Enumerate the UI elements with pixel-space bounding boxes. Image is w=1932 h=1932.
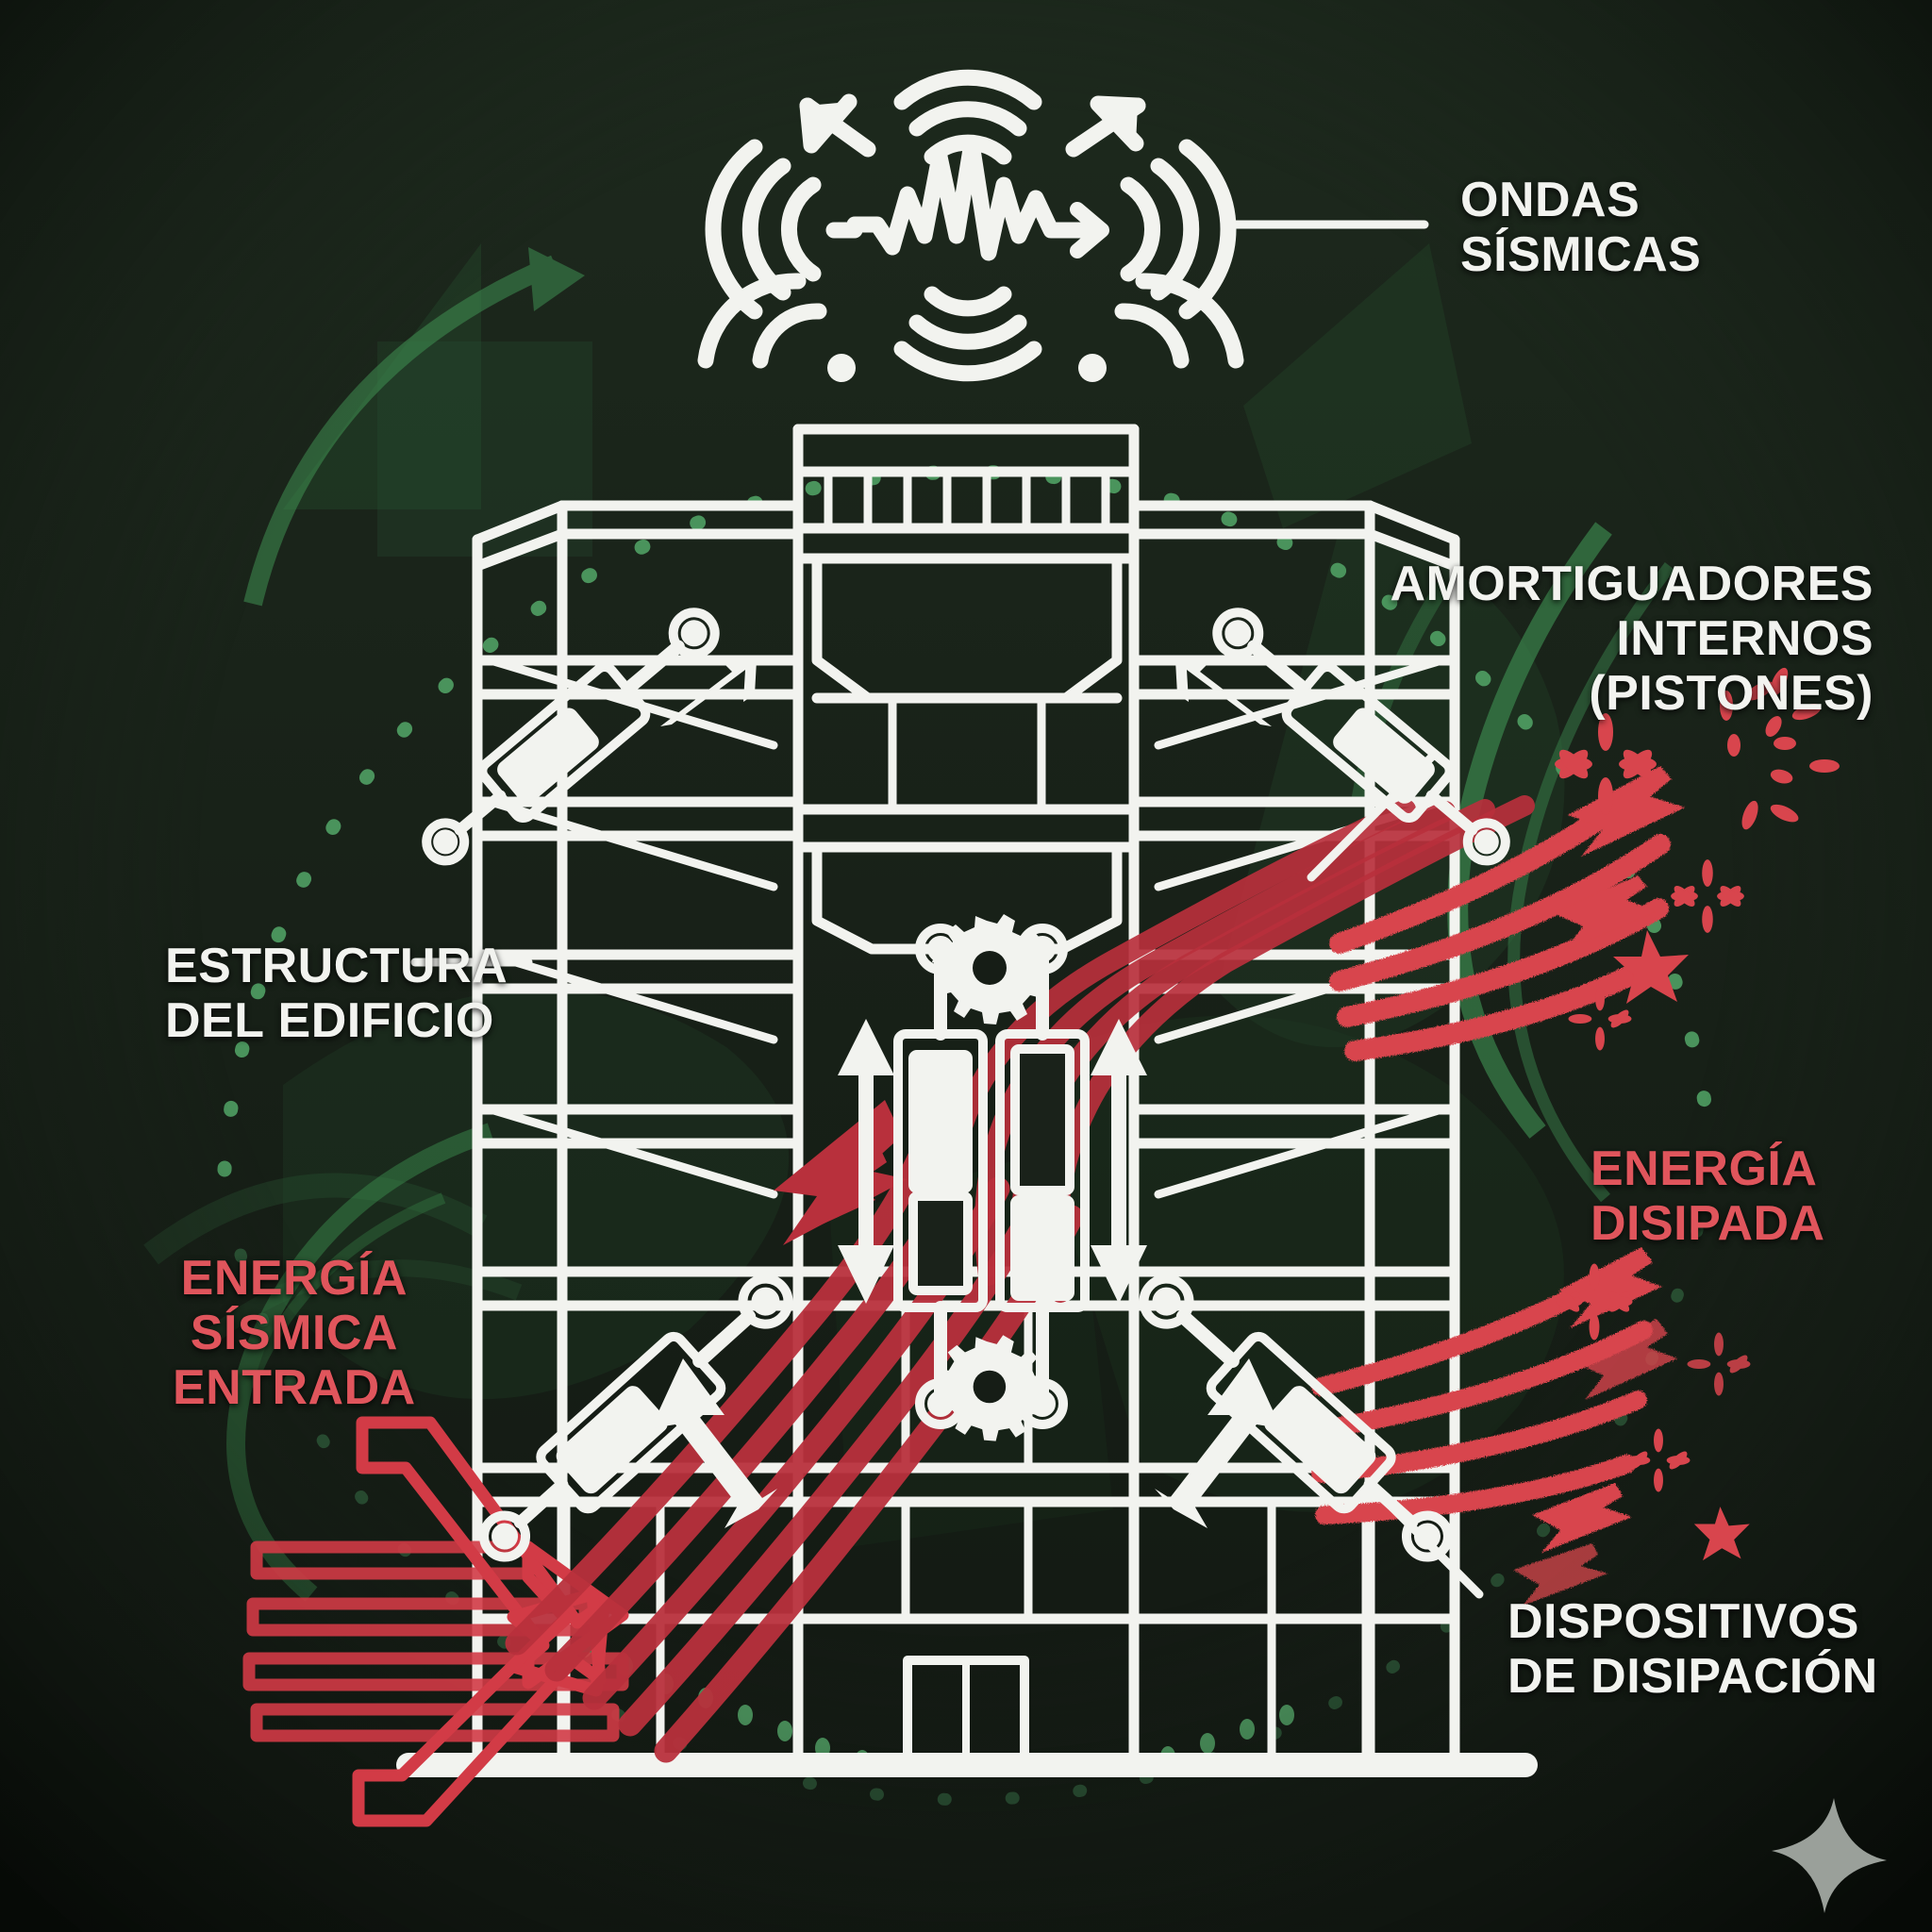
- label-dispositivos-de-disipacion: DISPOSITIVOS DE DISIPACIÓN: [1507, 1594, 1878, 1705]
- damper-arrow-upper-right: [1175, 660, 1272, 726]
- leader-dispositivos: [1371, 1486, 1484, 1599]
- label-energia-sismica-entrada: ENERGÍA SÍSMICA ENTRADA: [173, 1251, 416, 1416]
- central-piston-left[interactable]: [893, 924, 988, 1429]
- piston-motion-arrows: [838, 1019, 1147, 1304]
- damper-double-arrow-lower-right: [1155, 1358, 1281, 1528]
- gear-icon: [932, 914, 1050, 1441]
- damper-double-arrow-lower-left: [651, 1358, 777, 1528]
- leader-amortiguadores: [1307, 750, 1439, 882]
- damper-piston-icon[interactable]: [409, 594, 732, 880]
- damper-arrow-upper-left: [660, 660, 757, 726]
- label-estructura-del-edificio: ESTRUCTURA DEL EDIFICIO: [165, 939, 508, 1049]
- energy-burst-icon: [1555, 667, 1840, 1561]
- ground-line: [396, 1753, 1538, 1777]
- input-sweep-head: [774, 1100, 908, 1245]
- label-energia-disipada: ENERGÍA DISIPADA: [1591, 1141, 1825, 1252]
- label-ondas-sismicas: ONDAS SÍSMICAS: [1460, 173, 1702, 283]
- dissipated-upper-arrows[interactable]: [1329, 766, 1685, 1061]
- damper-piston-icon[interactable]: [464, 1258, 808, 1578]
- damper-piston-icon[interactable]: [1200, 594, 1523, 880]
- label-amortiguadores-internos: AMORTIGUADORES INTERNOS (PISTONES): [1390, 557, 1874, 722]
